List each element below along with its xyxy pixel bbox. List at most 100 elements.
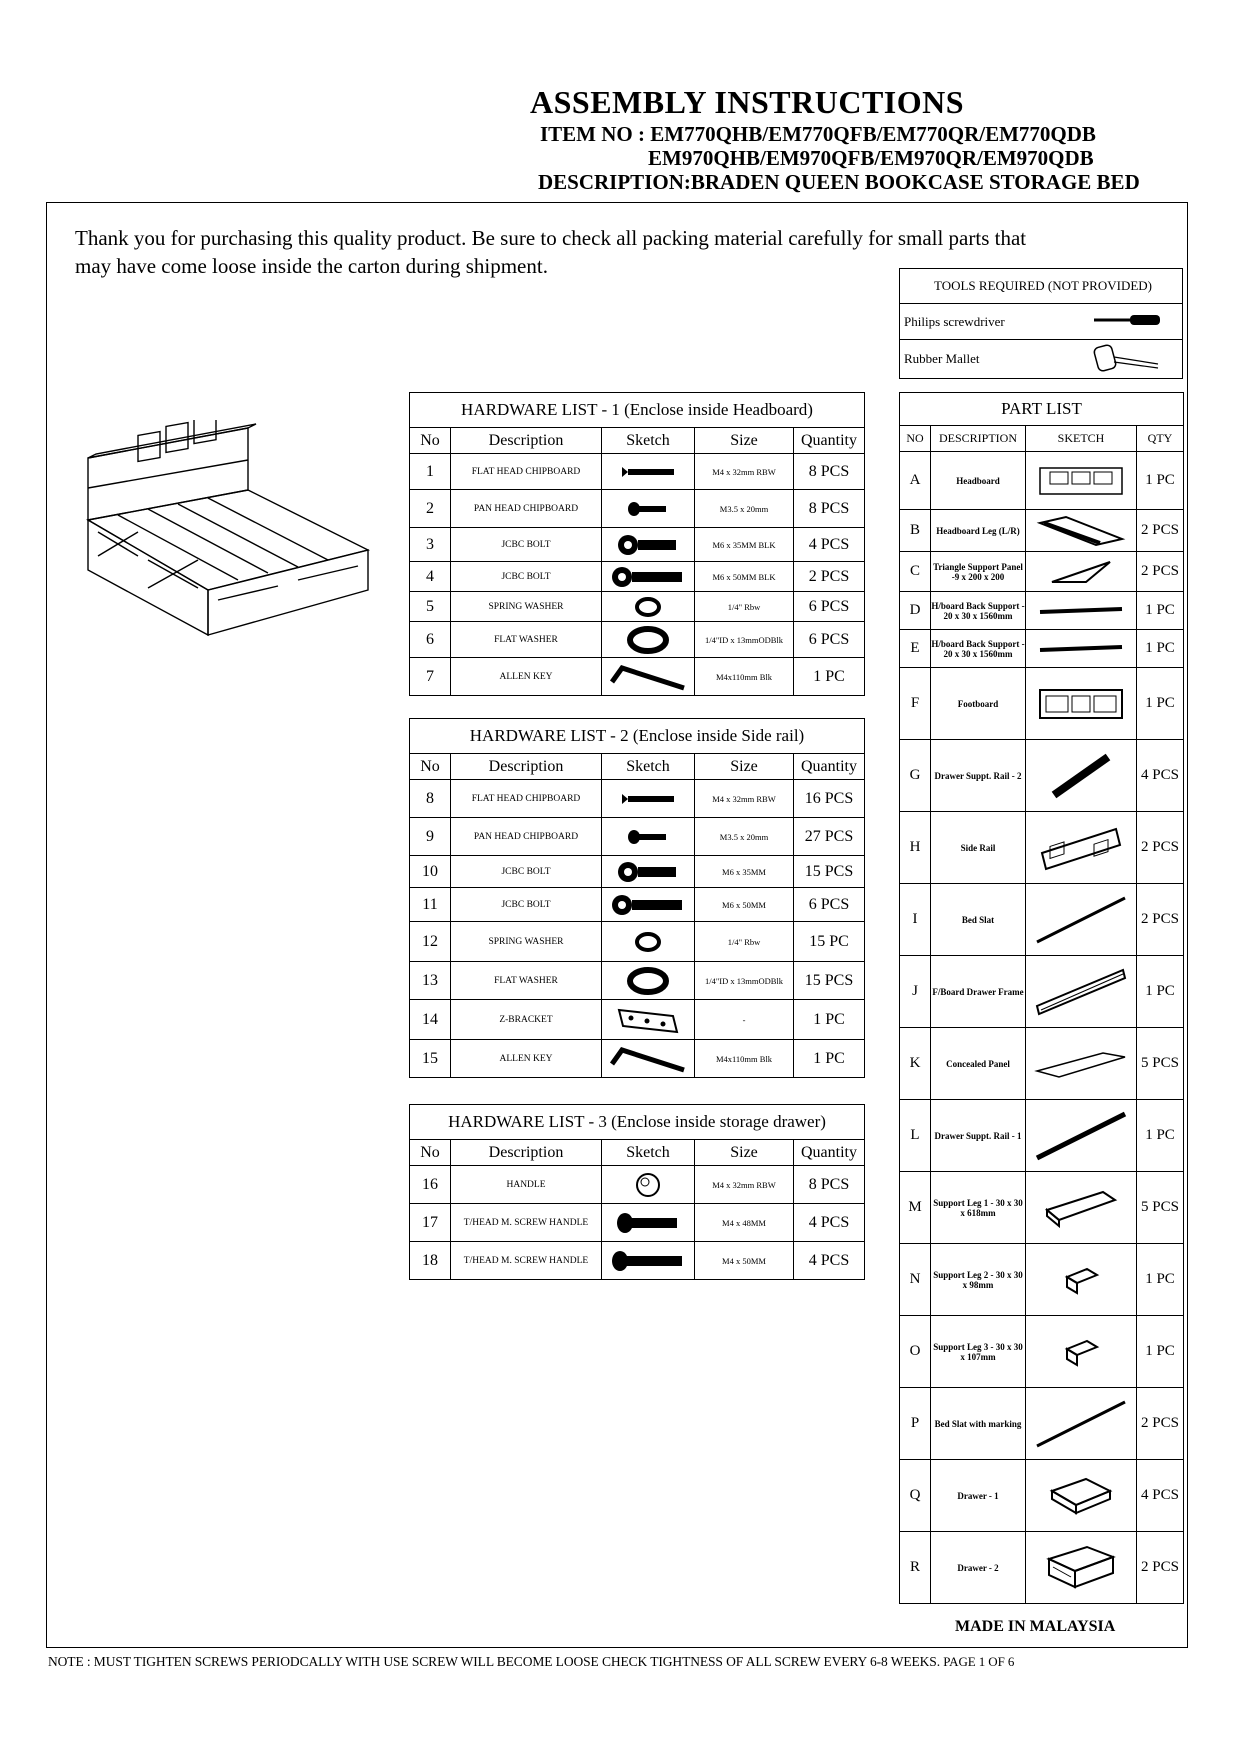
item-size: M4 x 32mm RBW (694, 779, 794, 818)
hardware-list-1-caption: HARDWARE LIST - 1 (Enclose inside Headbo… (409, 392, 865, 428)
part-quantity: 4 PCS (1136, 1459, 1184, 1532)
allen-key-icon (601, 657, 695, 696)
col-size: Size (694, 427, 794, 454)
part-number: F (899, 667, 931, 740)
item-quantity: 2 PCS (793, 561, 865, 592)
item-quantity: 27 PCS (793, 817, 865, 856)
support-leg-short-icon (1025, 1243, 1137, 1316)
col-quantity: Quantity (793, 1139, 865, 1166)
item-description: SPRING WASHER (450, 921, 602, 962)
part-description: Footboard (930, 667, 1026, 740)
spring-washer-icon (601, 921, 695, 962)
item-description: FLAT HEAD CHIPBOARD (450, 453, 602, 490)
item-description: JCBC BOLT (450, 527, 602, 562)
col-description: Description (450, 1139, 602, 1166)
item-description: FLAT WASHER (450, 961, 602, 1000)
tools-table: TOOLS REQUIRED (NOT PROVIDED) Philips sc… (899, 268, 1183, 379)
part-number: J (899, 955, 931, 1028)
item-number: 5 (409, 591, 451, 622)
item-number: 17 (409, 1203, 451, 1242)
item-size: 1/4" Rbw (694, 591, 794, 622)
item-quantity: 15 PC (793, 921, 865, 962)
part-quantity: 1 PC (1136, 667, 1184, 740)
col-sketch: Sketch (601, 1139, 695, 1166)
back-support-icon (1025, 591, 1137, 630)
part-quantity: 2 PCS (1136, 1531, 1184, 1604)
pan-head-screw-icon (601, 489, 695, 528)
part-number: Q (899, 1459, 931, 1532)
item-description: JCBC BOLT (450, 855, 602, 888)
col-size: Size (694, 753, 794, 780)
hardware-list-3: HARDWARE LIST - 3 (Enclose inside storag… (409, 1104, 865, 1280)
item-number: 3 (409, 527, 451, 562)
col-qty: QTY (1136, 425, 1184, 452)
item-number: 14 (409, 999, 451, 1040)
item-description: PAN HEAD CHIPBOARD (450, 489, 602, 528)
item-number: 6 (409, 621, 451, 658)
knob-handle-icon (601, 1165, 695, 1204)
part-description: H/board Back Support - 20 x 30 x 1560mm (930, 629, 1026, 668)
item-number: 13 (409, 961, 451, 1000)
item-description: ALLEN KEY (450, 657, 602, 696)
item-quantity: 6 PCS (793, 591, 865, 622)
part-description: Drawer - 1 (930, 1459, 1026, 1532)
bed-illustration (86, 420, 371, 637)
col-description: Description (450, 753, 602, 780)
part-quantity: 2 PCS (1136, 883, 1184, 956)
part-number: E (899, 629, 931, 668)
item-size: - (694, 999, 794, 1040)
bed-slat-icon (1025, 1387, 1137, 1460)
part-description: Support Leg 2 - 30 x 30 x 98mm (930, 1243, 1026, 1316)
screwdriver-icon (1088, 303, 1183, 340)
col-description: DESCRIPTION (930, 425, 1026, 452)
part-quantity: 1 PC (1136, 955, 1184, 1028)
col-no: No (409, 1139, 451, 1166)
part-quantity: 1 PC (1136, 629, 1184, 668)
part-description: Triangle Support Panel -9 x 200 x 200 (930, 551, 1026, 592)
part-description: Bed Slat with marking (930, 1387, 1026, 1460)
hardware-list-2-caption: HARDWARE LIST - 2 (Enclose inside Side r… (409, 718, 865, 754)
support-rail-icon (1025, 739, 1137, 812)
part-description: F/Board Drawer Frame (930, 955, 1026, 1028)
part-description: Drawer Suppt. Rail - 1 (930, 1099, 1026, 1172)
flat-washer-icon (601, 961, 695, 1000)
item-size: M4 x 48MM (694, 1203, 794, 1242)
panel-icon (1025, 1027, 1137, 1100)
part-quantity: 4 PCS (1136, 739, 1184, 812)
flat-washer-icon (601, 621, 695, 658)
item-description: JCBC BOLT (450, 561, 602, 592)
item-quantity: 8 PCS (793, 489, 865, 528)
hardware-list-3-caption: HARDWARE LIST - 3 (Enclose inside storag… (409, 1104, 865, 1140)
part-description: Support Leg 3 - 30 x 30 x 107mm (930, 1315, 1026, 1388)
item-number: 18 (409, 1241, 451, 1280)
item-quantity: 6 PCS (793, 621, 865, 658)
pan-head-screw-icon (601, 817, 695, 856)
headboard-icon (1025, 451, 1137, 510)
part-number: H (899, 811, 931, 884)
item-size: M6 x 35MM BLK (694, 527, 794, 562)
part-quantity: 1 PC (1136, 451, 1184, 510)
made-in-label: MADE IN MALAYSIA (955, 1618, 1116, 1635)
item-quantity: 1 PC (793, 999, 865, 1040)
part-quantity: 5 PCS (1136, 1027, 1184, 1100)
col-size: Size (694, 1139, 794, 1166)
